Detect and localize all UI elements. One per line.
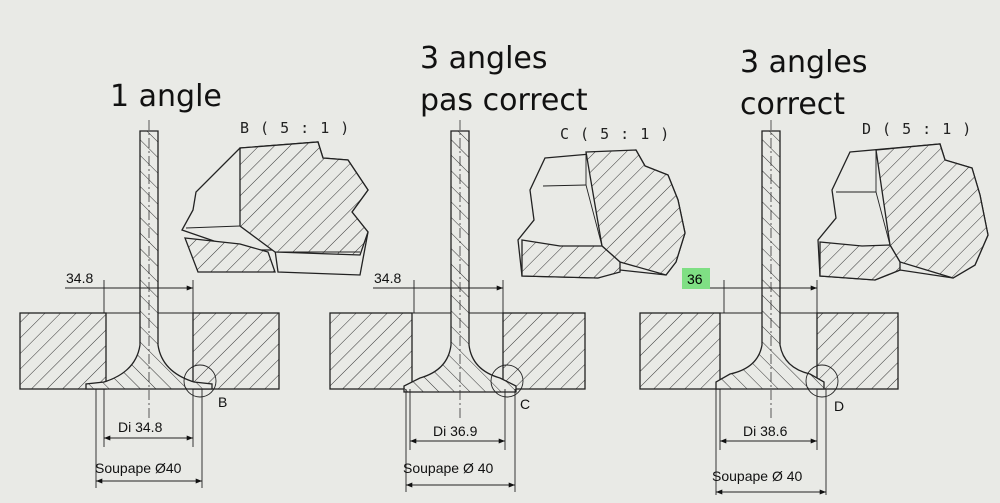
drawing-3-title-line-1: 3 angles (740, 45, 868, 80)
drawing-1-angle: 1 angle B ( 5 : 1 ) B 34.8 Di 34.8 (19, 79, 369, 488)
seat-block-left-1 (19, 312, 107, 390)
detail-b-circle (183, 364, 217, 398)
detail-b-view: B ( 5 : 1 ) (181, 119, 369, 276)
drawing-3-valve-diameter: Soupape Ø 40 (712, 468, 803, 484)
detail-d-label: D ( 5 : 1 ) (862, 120, 972, 138)
drawing-2-inner-diameter: Di 36.9 (433, 423, 478, 439)
seat-block-left-2 (329, 312, 413, 390)
valve-3 (715, 130, 825, 390)
drawing-3-angles-incorrect: 3 angles pas correct C ( 5 : 1 ) C 34.8 … (329, 41, 686, 492)
drawing-1-top-dimension: 34.8 (66, 270, 93, 286)
detail-c-label: C ( 5 : 1 ) (560, 125, 670, 143)
highlighted-dimension-box (682, 268, 710, 289)
detail-d-marker: D (834, 398, 844, 414)
detail-d-view: D ( 5 : 1 ) (817, 120, 989, 281)
seat-block-left-3 (639, 312, 721, 390)
drawing-3-title-line-2: correct (740, 87, 845, 122)
detail-d-circle (805, 364, 839, 398)
detail-c-circle (490, 364, 524, 398)
drawing-3-top-dimension: 36 (687, 271, 703, 287)
seat-block-right-1 (192, 312, 280, 390)
detail-c-marker: C (520, 396, 530, 412)
detail-b-label: B ( 5 : 1 ) (240, 119, 350, 137)
drawing-1-inner-diameter: Di 34.8 (118, 419, 163, 435)
drawing-3-angles-correct: 3 angles correct D ( 5 : 1 ) D 36 Di 38.… (639, 45, 989, 495)
drawing-2-valve-diameter: Soupape Ø 40 (403, 460, 494, 476)
detail-c-view: C ( 5 : 1 ) (517, 125, 686, 279)
seat-block-right-3 (816, 312, 899, 390)
valve-2 (403, 130, 517, 393)
drawing-2-title-line-1: 3 angles (420, 41, 548, 76)
drawing-2-top-dimension: 34.8 (374, 270, 401, 286)
drawing-1-valve-diameter: Soupape Ø40 (95, 460, 182, 476)
drawing-1-title-line-1: 1 angle (110, 79, 222, 114)
drawing-2-title-line-2: pas correct (420, 83, 588, 118)
seat-block-right-2 (502, 312, 586, 390)
drawing-3-inner-diameter: Di 38.6 (743, 423, 788, 439)
detail-b-marker: B (218, 394, 227, 410)
